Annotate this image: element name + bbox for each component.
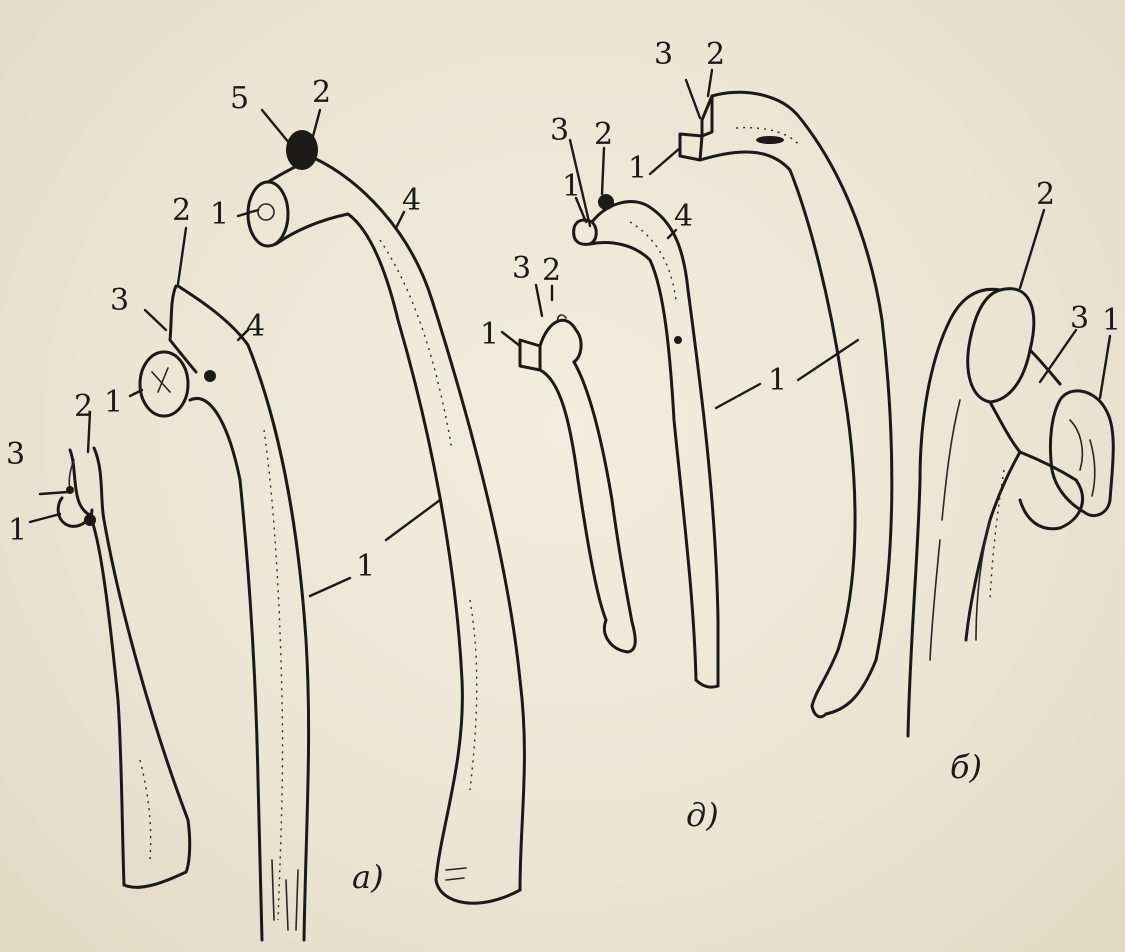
caption-a: a): [352, 858, 384, 896]
label-d3-2: 2: [706, 37, 725, 72]
rib-a1: [58, 448, 190, 887]
caption-d: д): [686, 796, 719, 834]
rib-d1: [520, 315, 635, 652]
rib-d3: [680, 92, 892, 717]
leader-lines: [30, 70, 1110, 596]
label-a1-3: 3: [6, 437, 25, 472]
rib-a2: [140, 286, 309, 940]
label-d2-2: 2: [594, 117, 613, 152]
caption-b: б): [950, 748, 982, 786]
label-d3-3: 3: [654, 37, 673, 72]
label-a3-2: 2: [312, 75, 331, 110]
label-a3-1: 1: [210, 197, 229, 232]
label-d2-1: 1: [562, 169, 581, 204]
label-a1-2: 2: [74, 389, 93, 424]
rib-d2: [574, 194, 718, 687]
label-a1-1: 1: [8, 513, 27, 548]
label-d1-1: 1: [480, 317, 499, 352]
label-d1-2: 2: [542, 253, 561, 288]
vertebra-b: [908, 289, 1113, 736]
label-d2-4: 4: [674, 199, 693, 234]
label-b-1: 1: [1102, 303, 1121, 338]
label-d3-1: 1: [628, 151, 647, 186]
label-a2-4: 4: [246, 309, 265, 344]
label-a-shaft-1: 1: [356, 549, 375, 584]
label-a2-3: 3: [110, 283, 129, 318]
label-d2-3: 3: [550, 113, 569, 148]
label-a3-4: 4: [402, 183, 421, 218]
label-b-3: 3: [1070, 301, 1089, 336]
label-d1-3: 3: [512, 251, 531, 286]
label-a3-5: 5: [230, 81, 249, 116]
label-d-shaft-1: 1: [768, 363, 787, 398]
rib-a3: [248, 130, 524, 903]
label-a2-1: 1: [104, 385, 123, 420]
label-b-2: 2: [1036, 177, 1055, 212]
label-a2-2: 2: [172, 193, 191, 228]
